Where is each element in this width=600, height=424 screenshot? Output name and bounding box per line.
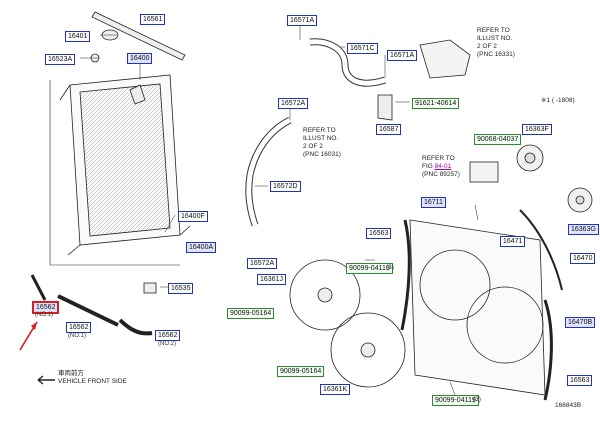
part-label-16361K[interactable]: 16361K xyxy=(320,384,351,395)
part-label-16363G[interactable]: 16363G xyxy=(568,224,599,235)
lower-seal-strip-mid xyxy=(57,294,119,327)
part-label-16572A-bot[interactable]: 16572A xyxy=(247,258,278,269)
part-label-90068-04037[interactable]: 90068-04037 xyxy=(474,134,522,145)
filler-neck xyxy=(129,84,146,105)
part-label-90099-05164-a[interactable]: 90099-05164 xyxy=(227,308,275,319)
ref1-line4: (PNC 16331) xyxy=(477,51,515,58)
vehicle-front-en: VEHICLE FRONT SIDE xyxy=(58,378,127,385)
part-label-90099-05164-b[interactable]: 90099-05164 xyxy=(277,366,325,377)
fan-motor-1 xyxy=(516,144,544,172)
upper-seal-strip xyxy=(91,11,186,61)
part-label-91621-40614[interactable]: 91621-40614 xyxy=(412,98,460,109)
part-label-16571C[interactable]: 16571C xyxy=(347,43,378,54)
ref3-line3: (PNC 89257) xyxy=(422,171,460,178)
part-label-16400F[interactable]: 16400F xyxy=(178,211,208,222)
part-label-16562-selected[interactable]: 16562 xyxy=(32,301,60,314)
fan-blade-lower xyxy=(330,312,406,388)
part-label-16471[interactable]: 16471 xyxy=(500,236,526,247)
part-label-16400[interactable]: 16400 xyxy=(127,53,153,64)
part-label-16562-right[interactable]: 16562 xyxy=(155,330,181,341)
ref1-line1: REFER TO xyxy=(477,27,510,34)
ref3-fig-link[interactable]: 84-01 xyxy=(434,163,452,170)
front-arrow xyxy=(37,375,55,385)
year-range-note: ※1 ( -1808) xyxy=(541,97,575,104)
part-label-16561[interactable]: 16561 xyxy=(140,14,166,25)
radiator-bushing xyxy=(143,282,157,294)
part-label-16562-mid[interactable]: 16562 xyxy=(66,322,92,333)
hose-bracket xyxy=(377,94,393,121)
fan-motor-2 xyxy=(567,187,593,213)
part-label-16361J[interactable]: 16361J xyxy=(257,274,286,285)
qty-note-a: (3) xyxy=(386,264,394,271)
side-seal-upper xyxy=(400,219,411,331)
side-seal-lower xyxy=(543,299,553,401)
part-label-16563-bot[interactable]: 16563 xyxy=(567,375,593,386)
illustration-code: 166843B xyxy=(555,402,582,409)
part-label-16571A-top[interactable]: 16571A xyxy=(287,15,318,26)
ref2-line3: 2 OF 2 xyxy=(303,143,323,150)
part-label-16572D[interactable]: 16572D xyxy=(270,181,301,192)
ref1-line2: ILLUST NO. xyxy=(477,35,513,42)
reservoir-hose xyxy=(519,209,563,291)
part-label-16711[interactable]: 16711 xyxy=(421,197,446,208)
qty-note-b: (3) xyxy=(473,396,481,403)
part-sub-selected: (NO.1) xyxy=(35,312,53,318)
part-label-16401[interactable]: 16401 xyxy=(65,31,91,42)
part-sub-no1: (NO.1) xyxy=(68,333,86,339)
part-label-16470B[interactable]: 16470B xyxy=(565,317,596,328)
part-label-16400A[interactable]: 16400A xyxy=(186,242,217,253)
fan-blade-upper xyxy=(289,259,361,331)
lower-seal-strip-left xyxy=(30,274,47,301)
part-label-16563-top[interactable]: 16563 xyxy=(366,228,392,239)
part-sub-no2: (NO.2) xyxy=(158,341,176,347)
group-frame xyxy=(49,80,180,266)
vehicle-front-note: 車両前方 VEHICLE FRONT SIDE xyxy=(58,370,127,386)
ref3-line2: FIG 84-01 xyxy=(422,163,460,171)
part-label-16587[interactable]: 16587 xyxy=(376,124,402,135)
part-label-16535[interactable]: 16535 xyxy=(168,283,194,294)
ref3-line1: REFER TO xyxy=(422,155,455,162)
part-label-16572A-top[interactable]: 16572A xyxy=(278,98,309,109)
part-label-16571A-mid[interactable]: 16571A xyxy=(387,50,418,61)
fan-relay xyxy=(469,161,499,183)
leader-lines xyxy=(80,25,479,396)
selection-arrow-head xyxy=(31,322,37,330)
part-label-90099-04119-b[interactable]: 90099-04119 xyxy=(432,395,479,406)
water-outlet xyxy=(419,39,471,79)
part-label-16363F[interactable]: 16363F xyxy=(522,124,552,135)
ref2-line2: ILLUST NO. xyxy=(303,135,339,142)
part-label-16523A[interactable]: 16523A xyxy=(45,54,76,65)
ref2-line1: REFER TO xyxy=(303,127,336,134)
radiator-core xyxy=(59,74,191,256)
ref3-fig-text: FIG xyxy=(422,163,435,170)
part-label-16470[interactable]: 16470 xyxy=(570,253,596,264)
part-label-90099-04119-a[interactable]: 90099-04119 xyxy=(346,263,393,274)
ref2-line4: (PNC 16031) xyxy=(303,151,341,158)
vehicle-front-jp: 車両前方 xyxy=(58,370,84,377)
lower-seal-strip-right xyxy=(118,318,153,336)
ref1-line3: 2 OF 2 xyxy=(477,43,497,50)
